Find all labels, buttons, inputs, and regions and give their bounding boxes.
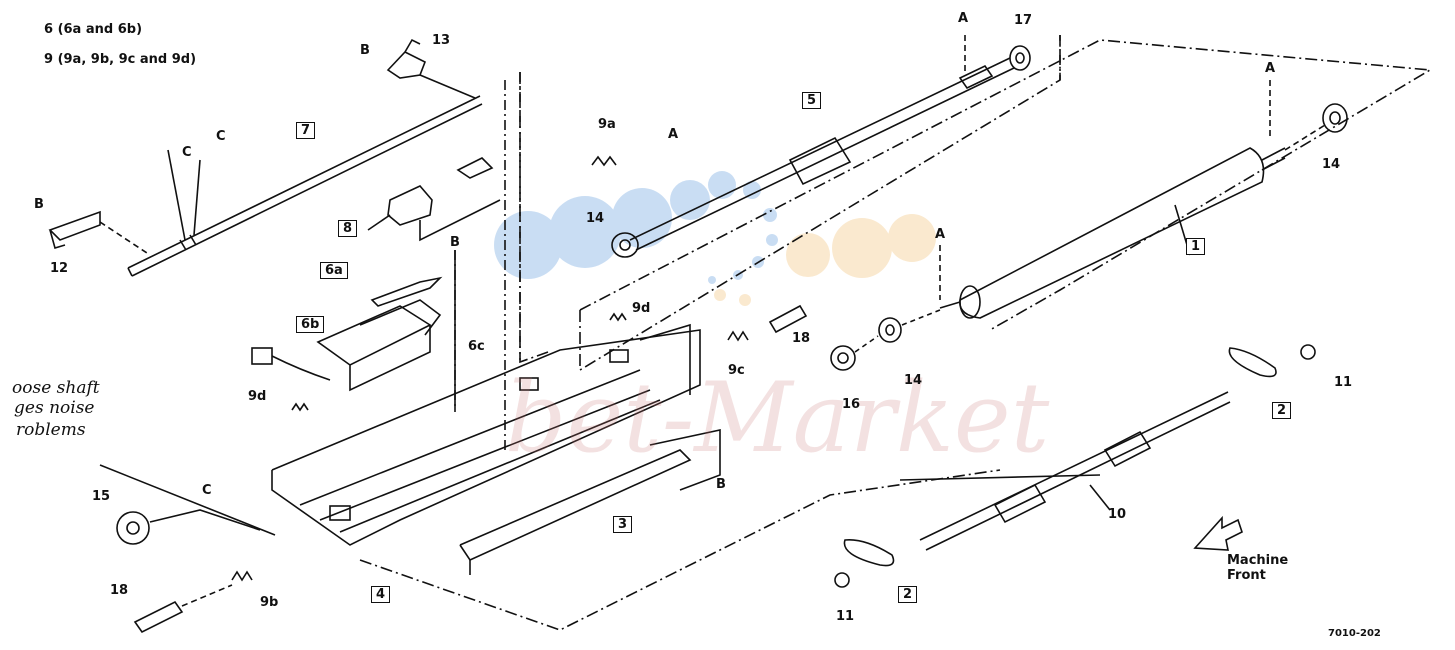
callout-C-left: C: [182, 145, 192, 160]
part-9a-spring: [591, 155, 617, 167]
watermark-text: bet-Market: [505, 362, 1050, 474]
callout-14-right: 14: [1322, 157, 1341, 172]
callout-12: 12: [50, 261, 69, 276]
part-9d-spring-lower: [291, 402, 309, 412]
callout-B-frame: B: [450, 235, 460, 250]
callout-15: 15: [92, 489, 111, 504]
part-4-frame: [271, 323, 701, 546]
callout-C-frame: C: [202, 483, 212, 498]
part-2-link-right: [1228, 347, 1277, 378]
part-3-rail: [459, 429, 721, 575]
part-8-switch: [387, 185, 433, 226]
callout-4: 4: [371, 586, 391, 603]
part-14-bushing-right: [1322, 103, 1348, 133]
callout-A-top: A: [958, 11, 969, 26]
callout-14-mid: 14: [904, 373, 923, 388]
handwritten-note-line-2: ges noise: [14, 398, 95, 418]
part-1-roller: [939, 147, 1286, 319]
part-12-bracket: [48, 210, 101, 250]
part-6a-lever: [370, 276, 443, 307]
part-16-gear: [830, 345, 856, 371]
part-13-bracket: [386, 38, 427, 79]
callout-7: 7: [296, 122, 316, 139]
part-7-shaft: [127, 95, 483, 277]
callout-5: 5: [802, 92, 822, 109]
part-9d-spring-upper: [609, 312, 627, 322]
callout-18-upper: 18: [792, 331, 811, 346]
part-18-pin-upper: [768, 304, 808, 334]
part-9c-spring: [727, 330, 749, 342]
callout-A-right: A: [1265, 61, 1276, 76]
callout-16: 16: [842, 397, 861, 412]
part-5-roller: [629, 57, 1015, 251]
connector: [251, 347, 273, 365]
callout-A-roller1: A: [935, 227, 946, 242]
callout-6a: 6a: [320, 262, 348, 279]
callout-18-lower: 18: [110, 583, 129, 598]
callout-9d-lower: 9d: [248, 389, 267, 404]
header-note-6: 6 (6a and 6b): [44, 22, 143, 37]
callout-17: 17: [1014, 13, 1033, 28]
callout-9d-upper: 9d: [632, 301, 651, 316]
watermark-logo: [494, 171, 936, 306]
callout-1: 1: [1186, 238, 1206, 255]
callout-B-bracket12: B: [34, 197, 44, 212]
part-18-pin-lower: [133, 600, 184, 634]
callout-B-rail: B: [716, 477, 726, 492]
handwritten-note-line-3: roblems: [16, 420, 86, 440]
callout-11-left: 11: [836, 609, 855, 624]
part-9b-spring: [231, 570, 253, 582]
machine-front-arrow: [1193, 515, 1243, 551]
machine-front-label-line-1: Machine: [1227, 553, 1289, 568]
callout-B-bracket13: B: [360, 43, 370, 58]
callout-9a: 9a: [598, 117, 616, 132]
callout-9c: 9c: [728, 363, 745, 378]
part-14-bushing-left: [611, 232, 639, 258]
drawing-code: 7010-202: [1328, 628, 1381, 639]
part-6b-solenoid: [316, 305, 432, 392]
part-11-nut-left: [834, 572, 850, 588]
callout-2-left: 2: [898, 586, 918, 603]
callout-8: 8: [338, 220, 358, 237]
callout-2-right: 2: [1272, 402, 1292, 419]
callout-6c: 6c: [468, 339, 485, 354]
callout-14-left: 14: [586, 211, 605, 226]
machine-front-label-line-2: Front: [1227, 568, 1266, 583]
callout-A-shaft5: A: [668, 127, 679, 142]
part-17-bushing: [1009, 45, 1031, 71]
part-11-nut-right: [1300, 344, 1316, 360]
part-14-bushing-mid: [878, 317, 902, 343]
header-note-9: 9 (9a, 9b, 9c and 9d): [44, 52, 197, 67]
callout-9b: 9b: [260, 595, 279, 610]
callout-6b: 6b: [296, 316, 325, 333]
handwritten-note-line-1: oose shaft: [12, 378, 100, 398]
callout-13: 13: [432, 33, 451, 48]
callout-11-right: 11: [1334, 375, 1353, 390]
callout-C-right: C: [216, 129, 226, 144]
callout-10: 10: [1108, 507, 1127, 522]
callout-3: 3: [613, 516, 633, 533]
part-15-gear: [116, 511, 150, 545]
part-2-link-left: [843, 538, 895, 567]
